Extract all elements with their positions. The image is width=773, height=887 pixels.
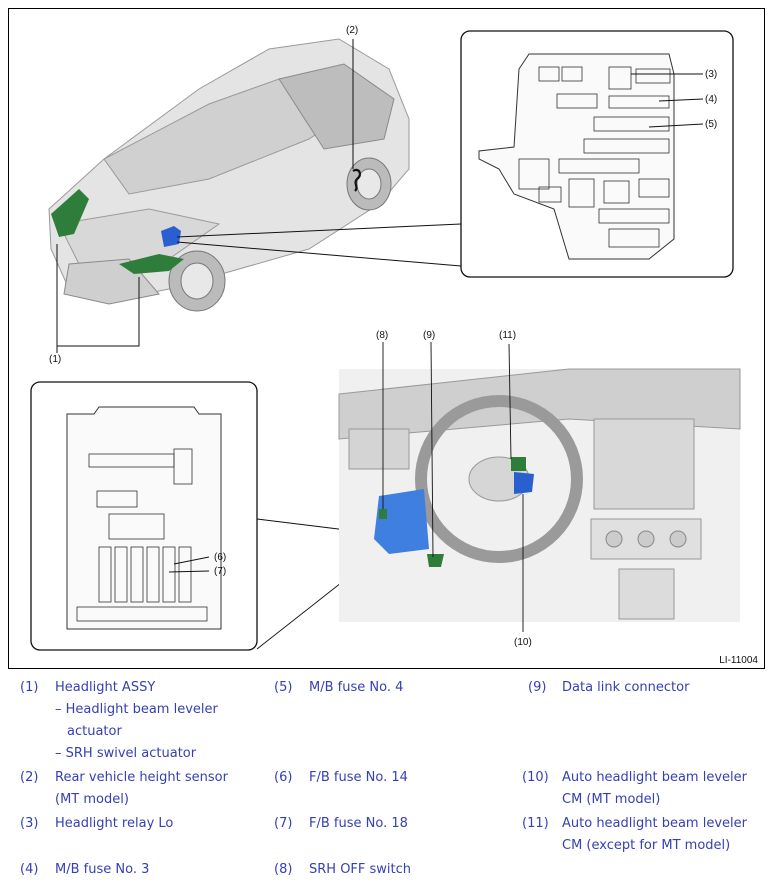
legend-num: (1) bbox=[20, 680, 39, 695]
legend-num: (8) bbox=[274, 862, 293, 877]
legend-num: (10) bbox=[522, 770, 549, 785]
legend-sub: – SRH swivel actuator bbox=[55, 746, 197, 761]
fuse-relay-box-highlight bbox=[374, 489, 429, 554]
headlight-left-highlight bbox=[51, 189, 89, 237]
legend-sub: actuator bbox=[67, 724, 122, 739]
fuse-relay-box-inset bbox=[30, 381, 258, 651]
legend-text: Headlight ASSY bbox=[55, 680, 156, 695]
legend-text: F/B fuse No. 14 bbox=[309, 770, 408, 785]
dashboard-illustration bbox=[338, 368, 741, 622]
legend-num: (3) bbox=[20, 816, 39, 831]
legend-text: M/B fuse No. 4 bbox=[309, 680, 404, 695]
legend-num: (11) bbox=[522, 816, 549, 831]
component-location-figure: (1) (2) (3) (4) (5) (6) (7) (8) (9) (10)… bbox=[8, 8, 765, 669]
callout-4: (4) bbox=[705, 94, 717, 105]
legend-sub: CM (MT model) bbox=[562, 792, 661, 807]
legend-num: (7) bbox=[274, 816, 293, 831]
callout-10: (10) bbox=[514, 637, 532, 648]
legend-text: Auto headlight beam leveler bbox=[562, 816, 747, 831]
callout-1: (1) bbox=[49, 354, 61, 365]
legend-sub: – Headlight beam leveler bbox=[55, 702, 218, 717]
legend-sub: (MT model) bbox=[55, 792, 129, 807]
legend-num: (6) bbox=[274, 770, 293, 785]
callout-6: (6) bbox=[214, 552, 226, 563]
legend-text: F/B fuse No. 18 bbox=[309, 816, 408, 831]
legend-num: (9) bbox=[528, 680, 547, 695]
legend-text: Data link connector bbox=[562, 680, 690, 695]
data-link-connector-highlight bbox=[427, 554, 444, 567]
main-fuse-box-inset bbox=[460, 30, 734, 278]
cm-10-highlight bbox=[514, 472, 534, 494]
srh-off-switch-highlight bbox=[379, 509, 387, 519]
fuse-box-highlight bbox=[161, 226, 181, 247]
legend: (1) Headlight ASSY – Headlight beam leve… bbox=[0, 675, 773, 887]
legend-num: (2) bbox=[20, 770, 39, 785]
legend-text: SRH OFF switch bbox=[309, 862, 412, 877]
callout-11: (11) bbox=[499, 330, 516, 341]
legend-num: (4) bbox=[20, 862, 39, 877]
callout-9: (9) bbox=[423, 330, 435, 341]
headlight-right-highlight bbox=[119, 254, 184, 274]
callout-8: (8) bbox=[376, 330, 388, 341]
legend-text: Rear vehicle height sensor bbox=[55, 770, 228, 785]
legend-sub: CM (except for MT model) bbox=[562, 838, 731, 853]
figure-id-label: LI-11004 bbox=[719, 655, 758, 666]
callout-2: (2) bbox=[346, 25, 358, 36]
cm-11-highlight bbox=[511, 457, 526, 471]
callout-3: (3) bbox=[705, 69, 717, 80]
legend-text: Headlight relay Lo bbox=[55, 816, 174, 831]
car-illustration bbox=[48, 38, 410, 312]
diagram-canvas: (1) (2) (3) (4) (5) (6) (7) (8) (9) (10)… bbox=[30, 25, 741, 651]
legend-text: M/B fuse No. 3 bbox=[55, 862, 150, 877]
height-sensor-icon bbox=[352, 168, 362, 192]
legend-num: (5) bbox=[274, 680, 293, 695]
callout-7: (7) bbox=[214, 566, 226, 577]
legend-text: Auto headlight beam leveler bbox=[562, 770, 747, 785]
callout-5: (5) bbox=[705, 119, 717, 130]
